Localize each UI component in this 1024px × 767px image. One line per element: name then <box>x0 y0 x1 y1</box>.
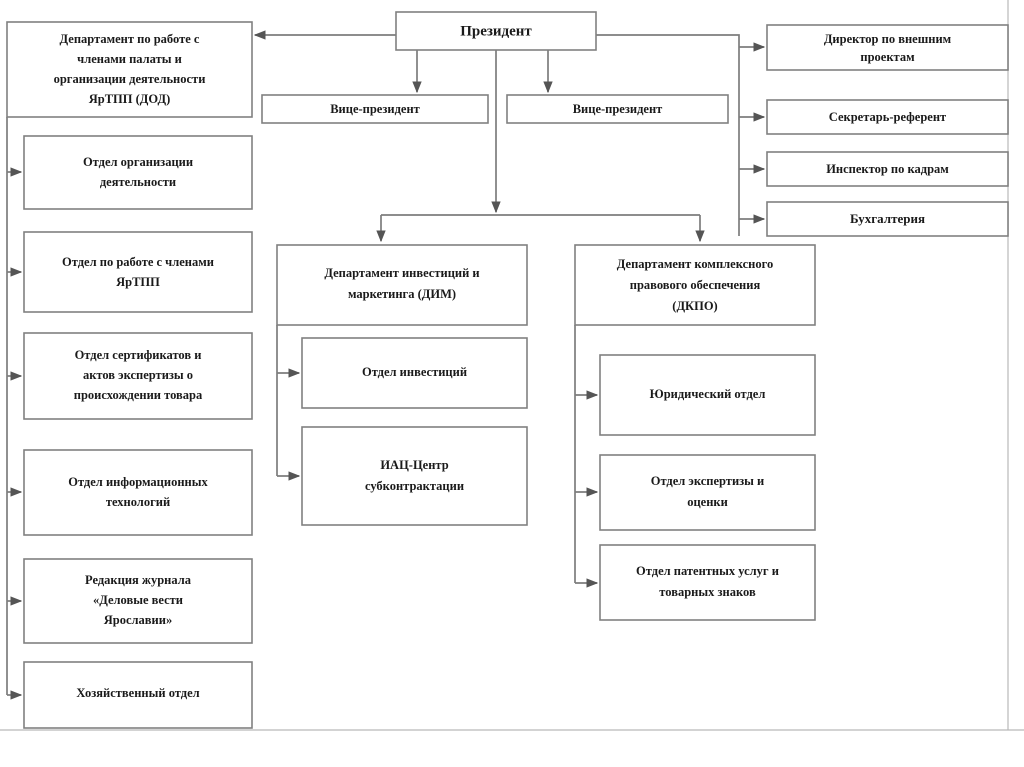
vice-president-left-label: Вице-президент <box>330 102 420 116</box>
node-vice-president-left[interactable]: Вице-президент <box>261 94 489 124</box>
vice-president-right-label: Вице-президент <box>573 102 663 116</box>
dkpo-department-label-line2: правового обеспечения <box>630 278 761 292</box>
dept-patent-services-label-line2: товарных знаков <box>659 585 756 599</box>
node-dept-expertise-valuation[interactable]: Отдел экспертизы и оценки <box>599 454 816 531</box>
dept-patent-services-label-line1: Отдел патентных услуг и <box>636 564 779 578</box>
node-dept-information-technologies[interactable]: Отдел информационных технологий <box>23 449 253 536</box>
dod-department-label-line3: организации деятельности <box>54 72 206 86</box>
dod-department-label-line4: ЯрТПП (ДОД) <box>89 92 171 106</box>
node-vice-president-right[interactable]: Вице-президент <box>506 94 729 124</box>
director-external-projects-label-line1: Директор по внешним <box>824 32 952 46</box>
edge-president-right-spine <box>596 34 740 236</box>
dim-department-label-line2: маркетинга (ДИМ) <box>348 287 456 301</box>
node-hr-inspector[interactable]: Инспектор по кадрам <box>766 151 1009 187</box>
dept-chamber-members-label-line1: Отдел по работе с членами <box>62 255 214 269</box>
dept-journal-editorial-label-line2: «Деловые вести <box>93 593 183 607</box>
director-external-projects-box[interactable] <box>766 24 1009 71</box>
node-president[interactable]: Президент <box>395 11 597 51</box>
node-dept-iac-subcontracting[interactable]: ИАЦ-Центр субконтрактации <box>301 426 528 526</box>
accounting-label: Бухгалтерия <box>850 211 925 226</box>
node-dept-journal-editorial[interactable]: Редакция журнала «Деловые вести Ярослави… <box>23 558 253 644</box>
dim-department-box[interactable] <box>276 244 528 326</box>
dkpo-department-label-line1: Департамент комплексного <box>617 257 773 271</box>
node-dept-chamber-members[interactable]: Отдел по работе с членами ЯрТПП <box>23 231 253 313</box>
connectors-layer <box>6 30 766 700</box>
vice-president-right-box[interactable] <box>506 94 729 124</box>
accounting-box[interactable] <box>766 201 1009 237</box>
dept-information-technologies-box[interactable] <box>23 449 253 536</box>
dept-information-technologies-label-line2: технологий <box>106 495 170 509</box>
node-dept-certificates-expertise[interactable]: Отдел сертификатов и актов экспертизы о … <box>23 332 253 420</box>
dept-chamber-members-box[interactable] <box>23 231 253 313</box>
dept-information-technologies-label-line1: Отдел информационных <box>68 475 208 489</box>
dkpo-department-label-line3: (ДКПО) <box>672 299 717 313</box>
dim-department-label-line1: Департамент инвестиций и <box>324 266 479 280</box>
dept-journal-editorial-label-line3: Ярославии» <box>104 613 172 627</box>
hr-inspector-label: Инспектор по кадрам <box>826 162 949 176</box>
dept-activity-organization-label-line2: деятельности <box>100 175 176 189</box>
hr-inspector-box[interactable] <box>766 151 1009 187</box>
dept-certificates-expertise-label-line3: происхождении товара <box>74 388 203 402</box>
dod-department-label-line2: членами палаты и <box>77 52 182 66</box>
dept-investments-box[interactable] <box>301 337 528 409</box>
secretary-referent-label: Секретарь-референт <box>829 110 946 124</box>
dept-iac-subcontracting-label-line1: ИАЦ-Центр <box>380 458 448 472</box>
node-dod-department[interactable]: Департамент по работе с членами палаты и… <box>6 21 253 118</box>
dkpo-department-box[interactable] <box>574 244 816 326</box>
director-external-projects-label-line2: проектам <box>860 50 915 64</box>
dept-maintenance-label: Хозяйственный отдел <box>76 686 199 700</box>
dept-activity-organization-label-line1: Отдел организации <box>83 155 193 169</box>
dept-legal-label: Юридический отдел <box>650 387 766 401</box>
dept-journal-editorial-label-line1: Редакция журнала <box>85 573 192 587</box>
dod-department-label-line1: Департамент по работе с <box>60 32 200 46</box>
secretary-referent-box[interactable] <box>766 99 1009 135</box>
dept-expertise-valuation-label-line2: оценки <box>687 495 728 509</box>
president-label: Президент <box>460 23 532 39</box>
dept-certificates-expertise-label-line2: актов экспертизы о <box>83 368 193 382</box>
dept-iac-subcontracting-label-line2: субконтрактации <box>365 479 464 493</box>
dept-chamber-members-label-line2: ЯрТПП <box>116 275 160 289</box>
dept-investments-label: Отдел инвестиций <box>362 365 467 379</box>
node-dept-activity-organization[interactable]: Отдел организации деятельности <box>23 135 253 210</box>
dept-certificates-expertise-box[interactable] <box>23 332 253 420</box>
dept-patent-services-box[interactable] <box>599 544 816 621</box>
node-dkpo-department[interactable]: Департамент комплексного правового обесп… <box>574 244 816 326</box>
dept-certificates-expertise-label-line1: Отдел сертификатов и <box>75 348 202 362</box>
dept-journal-editorial-box[interactable] <box>23 558 253 644</box>
dept-activity-organization-box[interactable] <box>23 135 253 210</box>
president-box[interactable] <box>395 11 597 51</box>
vice-president-left-box[interactable] <box>261 94 489 124</box>
dod-department-box[interactable] <box>6 21 253 118</box>
dept-expertise-valuation-label-line1: Отдел экспертизы и <box>651 474 765 488</box>
node-dept-patent-services[interactable]: Отдел патентных услуг и товарных знаков <box>599 544 816 621</box>
dept-iac-subcontracting-box[interactable] <box>301 426 528 526</box>
node-dept-investments[interactable]: Отдел инвестиций <box>301 337 528 409</box>
dept-expertise-valuation-box[interactable] <box>599 454 816 531</box>
node-director-external-projects[interactable]: Директор по внешним проектам <box>766 24 1009 71</box>
node-dim-department[interactable]: Департамент инвестиций и маркетинга (ДИМ… <box>276 244 528 326</box>
node-dept-maintenance[interactable]: Хозяйственный отдел <box>23 661 253 729</box>
dept-legal-box[interactable] <box>599 354 816 436</box>
node-accounting[interactable]: Бухгалтерия <box>766 201 1009 237</box>
node-dept-legal[interactable]: Юридический отдел <box>599 354 816 436</box>
dept-maintenance-box[interactable] <box>23 661 253 729</box>
node-secretary-referent[interactable]: Секретарь-референт <box>766 99 1009 135</box>
